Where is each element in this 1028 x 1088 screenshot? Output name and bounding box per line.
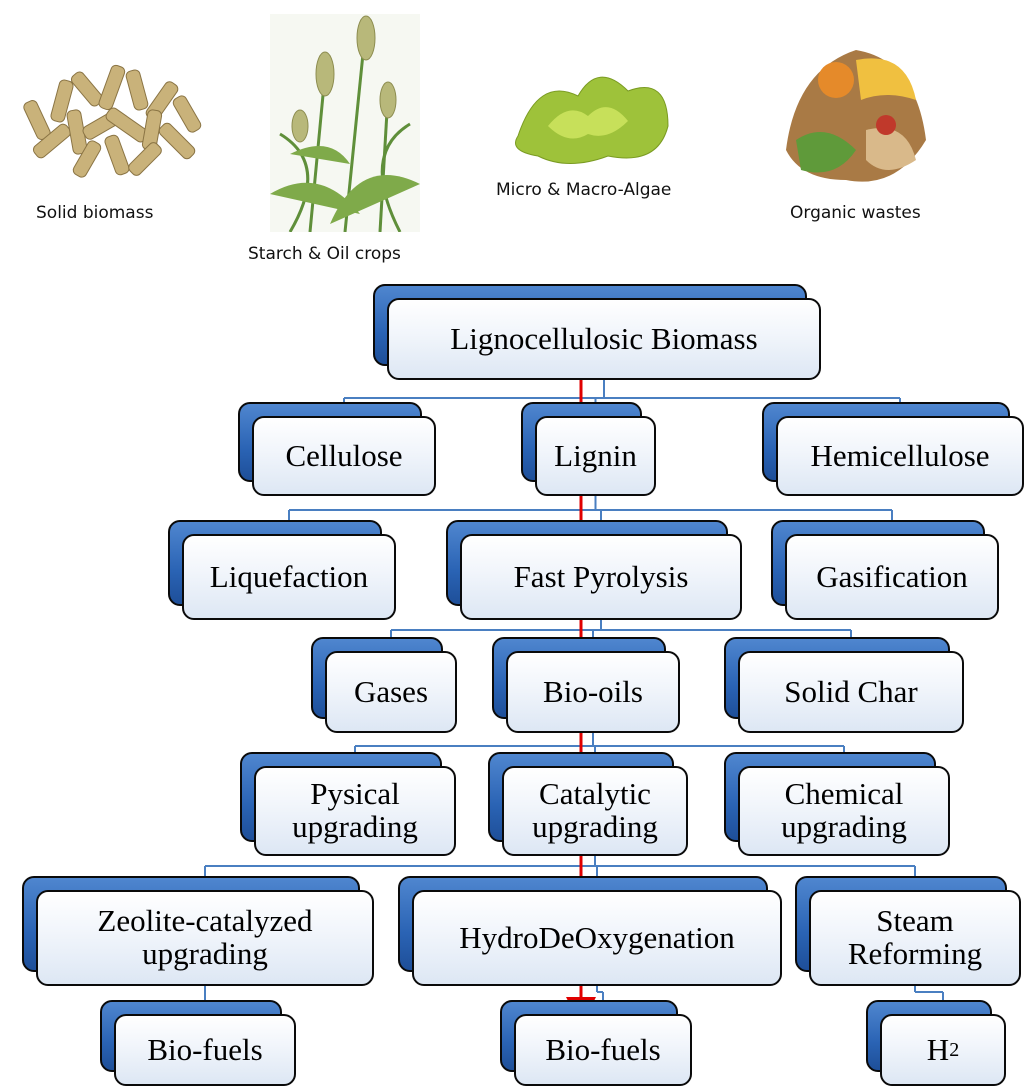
node-label-box: Gasification: [785, 534, 999, 620]
node-solid-char: Solid Char: [724, 637, 964, 733]
node-bio-fuels-left: Bio-fuels: [100, 1000, 296, 1086]
node-label: Bio-fuels: [147, 1034, 262, 1067]
node-liquefaction: Liquefaction: [168, 520, 396, 620]
node-label-box: Chemical upgrading: [738, 766, 950, 856]
node-steam-reforming: Steam Reforming: [795, 876, 1021, 986]
node-label-box: Gases: [325, 651, 457, 733]
node-cellulose: Cellulose: [238, 402, 436, 496]
node-label-box: HydroDeOxygenation: [412, 890, 782, 986]
node-label-box: Cellulose: [252, 416, 436, 496]
node-label-box: Bio-oils: [506, 651, 680, 733]
node-catalytic-upgrading: Catalytic upgrading: [488, 752, 688, 856]
node-label: Gases: [354, 676, 428, 709]
node-label: Gasification: [816, 561, 968, 594]
node-label: Hemicellulose: [810, 440, 989, 473]
node-label-box: Hemicellulose: [776, 416, 1024, 496]
node-gases: Gases: [311, 637, 457, 733]
node-chemical-upgrading: Chemical upgrading: [724, 752, 950, 856]
node-label-box: Solid Char: [738, 651, 964, 733]
node-label: Catalytic upgrading: [532, 778, 658, 843]
node-label: Chemical upgrading: [781, 778, 907, 843]
node-label-box: Liquefaction: [182, 534, 396, 620]
node-zeolite-catalyzed-upgrading: Zeolite-catalyzed upgrading: [22, 876, 374, 986]
node-label-box: Pysical upgrading: [254, 766, 456, 856]
node-label: Solid Char: [784, 676, 917, 709]
node-label: Lignocellulosic Biomass: [450, 323, 757, 356]
node-label: Liquefaction: [210, 561, 368, 594]
node-label-box: Zeolite-catalyzed upgrading: [36, 890, 374, 986]
node-fast-pyrolysis: Fast Pyrolysis: [446, 520, 742, 620]
node-hemicellulose: Hemicellulose: [762, 402, 1024, 496]
node-label: HydroDeOxygenation: [459, 922, 735, 955]
node-bio-fuels-center: Bio-fuels: [500, 1000, 692, 1086]
node-label: Bio-oils: [543, 676, 643, 709]
node-hydrodeoxygenation: HydroDeOxygenation: [398, 876, 782, 986]
node-label-box: Catalytic upgrading: [502, 766, 688, 856]
node-bio-oils: Bio-oils: [492, 637, 680, 733]
node-label: Pysical upgrading: [292, 778, 418, 843]
node-label-box: Bio-fuels: [514, 1014, 692, 1086]
node-label: Fast Pyrolysis: [514, 561, 689, 594]
node-label: Bio-fuels: [545, 1034, 660, 1067]
node-physical-upgrading: Pysical upgrading: [240, 752, 456, 856]
node-lignocellulosic-biomass: Lignocellulosic Biomass: [373, 284, 821, 380]
node-label-box: Steam Reforming: [809, 890, 1021, 986]
node-label-box: Bio-fuels: [114, 1014, 296, 1086]
node-lignin: Lignin: [521, 402, 656, 496]
node-label-box: Fast Pyrolysis: [460, 534, 742, 620]
node-gasification: Gasification: [771, 520, 999, 620]
node-label-box: Lignin: [535, 416, 656, 496]
node-label: Lignin: [554, 440, 637, 473]
node-label: H: [927, 1034, 949, 1067]
node-label-subscript: 2: [949, 1040, 959, 1061]
node-label: Steam Reforming: [848, 905, 982, 970]
node-label: Cellulose: [285, 440, 402, 473]
node-label: Zeolite-catalyzed upgrading: [97, 905, 312, 970]
node-label-box: Lignocellulosic Biomass: [387, 298, 821, 380]
